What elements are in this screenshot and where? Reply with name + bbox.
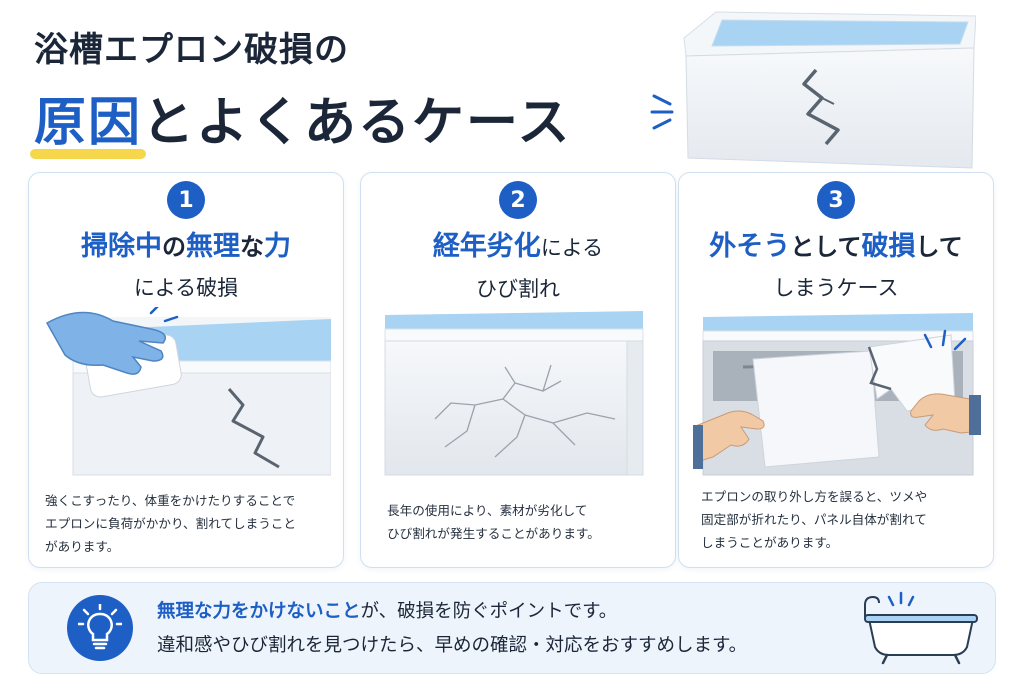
description-line: 長年の使用により、素材が劣化して bbox=[387, 503, 588, 518]
heading-highlight: 力 bbox=[264, 231, 291, 262]
card-number: 1 bbox=[167, 181, 205, 219]
panel-removal-illustration bbox=[693, 307, 981, 479]
description-line: エプロンの取り外し方を誤ると、ツメや bbox=[701, 489, 928, 504]
tip-emphasis: 無理な力をかけないこと bbox=[157, 601, 361, 622]
heading-text: な bbox=[240, 233, 264, 261]
card-description: 強くこすったり、体重をかけたりすることで エプロンに負荷がかかり、割れてしまうこ… bbox=[45, 489, 331, 558]
bathtub-icon bbox=[864, 591, 978, 665]
heading-highlight: 破損 bbox=[861, 231, 916, 262]
heading-text: として bbox=[790, 233, 862, 261]
title-accent: 原因 bbox=[34, 93, 143, 153]
card-heading: 経年劣化による ひび割れ bbox=[361, 227, 675, 309]
heading-line2: ひび割れ bbox=[476, 277, 560, 301]
card-description: 長年の使用により、素材が劣化して ひび割れが発生することがあります。 bbox=[387, 499, 663, 545]
lightbulb-icon bbox=[67, 595, 133, 661]
tip-line-2: 違和感やひび割れを見つけたら、早めの確認・対応をおすすめします。 bbox=[157, 635, 748, 656]
card-number: 3 bbox=[817, 181, 855, 219]
scrubbing-illustration bbox=[43, 307, 331, 479]
heading-highlight: 無理 bbox=[186, 231, 240, 262]
page-title-line1: 浴槽エプロン破損の bbox=[34, 30, 349, 70]
cause-card-1: 1 掃除中の無理な力 による破損 強くこすったり、体重をかけたりすることで エプ… bbox=[28, 172, 344, 568]
aged-cracks-illustration bbox=[375, 307, 663, 479]
card-number: 2 bbox=[499, 181, 537, 219]
tip-line-1: 無理な力をかけないことが、破損を防ぐポイントです。 bbox=[157, 597, 617, 623]
card-heading: 掃除中の無理な力 による破損 bbox=[29, 227, 343, 308]
description-line: エプロンに負荷がかかり、割れてしまうこと bbox=[45, 516, 296, 531]
description-line: ひび割れが発生することがあります。 bbox=[387, 526, 600, 541]
heading-text: による bbox=[540, 236, 604, 260]
tip-text: が、破損を防ぐポイントです。 bbox=[360, 601, 618, 622]
spark-lines-icon bbox=[650, 94, 674, 130]
card-heading: 外そうとして破損して しまうケース bbox=[679, 227, 993, 308]
heading-highlight: 外そう bbox=[709, 231, 791, 262]
description-line: 固定部が折れたり、パネル自体が割れて bbox=[701, 512, 927, 527]
heading-highlight: 経年劣化 bbox=[432, 231, 541, 262]
cause-card-3: 3 外そうとして破損して しまうケース エプロンの取り外し方を誤ると、ツメ bbox=[678, 172, 994, 568]
heading-line2: しまうケース bbox=[773, 276, 899, 300]
title-rest: とよくあるケース bbox=[142, 93, 572, 153]
heading-text: の bbox=[162, 233, 186, 261]
cracked-bathtub-illustration bbox=[683, 11, 976, 169]
page-title-line2: 原因とよくあるケース bbox=[34, 80, 571, 155]
heading-highlight: 掃除中 bbox=[81, 231, 162, 262]
heading-line2: による破損 bbox=[133, 276, 239, 300]
card-description: エプロンの取り外し方を誤ると、ツメや 固定部が折れたり、パネル自体が割れて しま… bbox=[701, 485, 981, 554]
cause-card-2: 2 経年劣化による ひび割れ bbox=[360, 172, 676, 568]
heading-text: して bbox=[915, 233, 963, 261]
description-line: があります。 bbox=[45, 539, 120, 554]
tip-box: 無理な力をかけないことが、破損を防ぐポイントです。 違和感やひび割れを見つけたら… bbox=[28, 582, 996, 674]
description-line: 強くこすったり、体重をかけたりすることで bbox=[45, 493, 296, 508]
description-line: しまうことがあります。 bbox=[701, 535, 839, 550]
